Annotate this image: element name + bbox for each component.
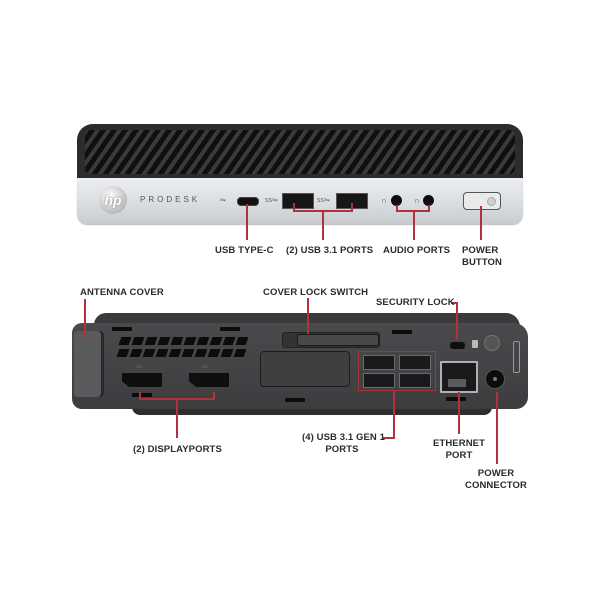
- displayport-1: [122, 373, 162, 387]
- usb-ss-icon: ss⇋: [265, 197, 278, 204]
- headset-icon: ∩: [414, 196, 420, 205]
- callout-line-dp-a: [139, 392, 141, 399]
- usb-port-rear-4: [399, 373, 431, 388]
- callout-line-usb31-stem: [322, 210, 324, 240]
- callout-line-audio-stem: [413, 210, 415, 240]
- displayport-icon: ▭: [136, 364, 142, 370]
- label-usb-type-c: USB TYPE-C: [215, 245, 274, 256]
- label-power-connector-1: POWER: [477, 468, 515, 479]
- rear-vent-row-2: [116, 349, 247, 357]
- usb-ss-charge-icon: ss⇋: [317, 197, 330, 204]
- security-lock-slot: [450, 342, 465, 349]
- ethernet-port: [440, 361, 478, 393]
- callout-line-usb31-a: [293, 203, 295, 211]
- padlock-icon: [472, 340, 478, 348]
- callout-line-ethernet: [458, 392, 460, 434]
- rear-slot: [446, 397, 466, 401]
- rear-round-button: [484, 335, 500, 351]
- front-panel: hp PRODESK ⇋ ss⇋ ss⇋ ∩ ∩: [77, 178, 523, 224]
- usb-port-rear-3: [363, 373, 395, 388]
- callout-line-audio-b: [428, 205, 430, 211]
- callout-line-security-v: [456, 302, 458, 340]
- rear-slot: [220, 327, 240, 331]
- lock-slider-knob: [297, 334, 379, 346]
- callout-line-audio-a: [396, 205, 398, 211]
- usb-3-1-gen1-group: [358, 351, 436, 391]
- label-security-lock: SECURITY LOCK: [376, 297, 455, 308]
- label-antenna-cover: ANTENNA COVER: [80, 287, 164, 298]
- rear-vent-row-1: [118, 337, 249, 345]
- callout-line-dp-stem: [176, 398, 178, 438]
- displayport-icon: ▭: [202, 364, 208, 370]
- cover-lock-switch: [282, 332, 380, 348]
- label-usb-gen1-2: PORTS: [325, 444, 359, 455]
- headphone-icon: ∩: [381, 196, 387, 205]
- front-top-grille-housing: [77, 124, 523, 178]
- label-audio-ports: AUDIO PORTS: [383, 245, 451, 256]
- label-ethernet-1: ETHERNET: [433, 438, 485, 449]
- side-slot: [513, 341, 520, 373]
- callout-line-security-h: [451, 302, 458, 304]
- power-button: [463, 192, 501, 210]
- label-usb-gen1-1: (4) USB 3.1 GEN 1: [302, 432, 386, 443]
- usb-port-rear-2: [399, 355, 431, 370]
- label-displayports: (2) DISPLAYPORTS: [133, 444, 222, 455]
- callout-line-usb-c: [246, 204, 248, 240]
- callout-line-usbgen1-v: [393, 390, 395, 438]
- rear-view-computer: ▭ ▭: [72, 313, 528, 417]
- usb-port-rear-1: [363, 355, 395, 370]
- label-power-connector-2: CONNECTOR: [465, 480, 527, 491]
- hp-logo-icon: hp: [99, 186, 127, 214]
- rear-slot: [132, 393, 152, 397]
- rear-slot: [285, 398, 305, 402]
- displayport-2: [189, 373, 229, 387]
- label-cover-lock-switch: COVER LOCK SWITCH: [263, 287, 369, 298]
- label-power-button-1: POWER: [462, 245, 499, 256]
- audio-jack-headset: [423, 195, 434, 206]
- model-name: PRODESK: [140, 195, 201, 204]
- callout-line-antenna: [84, 299, 86, 337]
- label-ethernet-2: PORT: [445, 450, 473, 461]
- vent-grille: [85, 130, 515, 174]
- callout-line-power-button: [480, 206, 482, 240]
- power-led-icon: [487, 197, 496, 206]
- blank-io-panel: [260, 351, 350, 387]
- label-power-button-2: BUTTON: [462, 257, 503, 268]
- usb-a-port-1: [282, 193, 314, 209]
- label-usb-3-1-ports: (2) USB 3.1 PORTS: [286, 245, 374, 256]
- antenna-cover: [74, 331, 104, 397]
- power-connector-jack: [485, 369, 505, 389]
- callout-line-cover-lock: [307, 298, 309, 334]
- front-view-computer: hp PRODESK ⇋ ss⇋ ss⇋ ∩ ∩: [77, 124, 523, 224]
- usb-type-c-port: [237, 197, 259, 206]
- callout-line-usbgen1-h: [383, 437, 395, 439]
- rear-foot: [132, 407, 492, 415]
- audio-jack-headphone: [391, 195, 402, 206]
- callout-line-power-connector: [496, 392, 498, 464]
- callout-line-usb31-b: [351, 203, 353, 211]
- usb-icon: ⇋: [220, 197, 226, 204]
- rear-slot: [392, 330, 412, 334]
- rear-slot: [112, 327, 132, 331]
- callout-line-dp-b: [213, 392, 215, 399]
